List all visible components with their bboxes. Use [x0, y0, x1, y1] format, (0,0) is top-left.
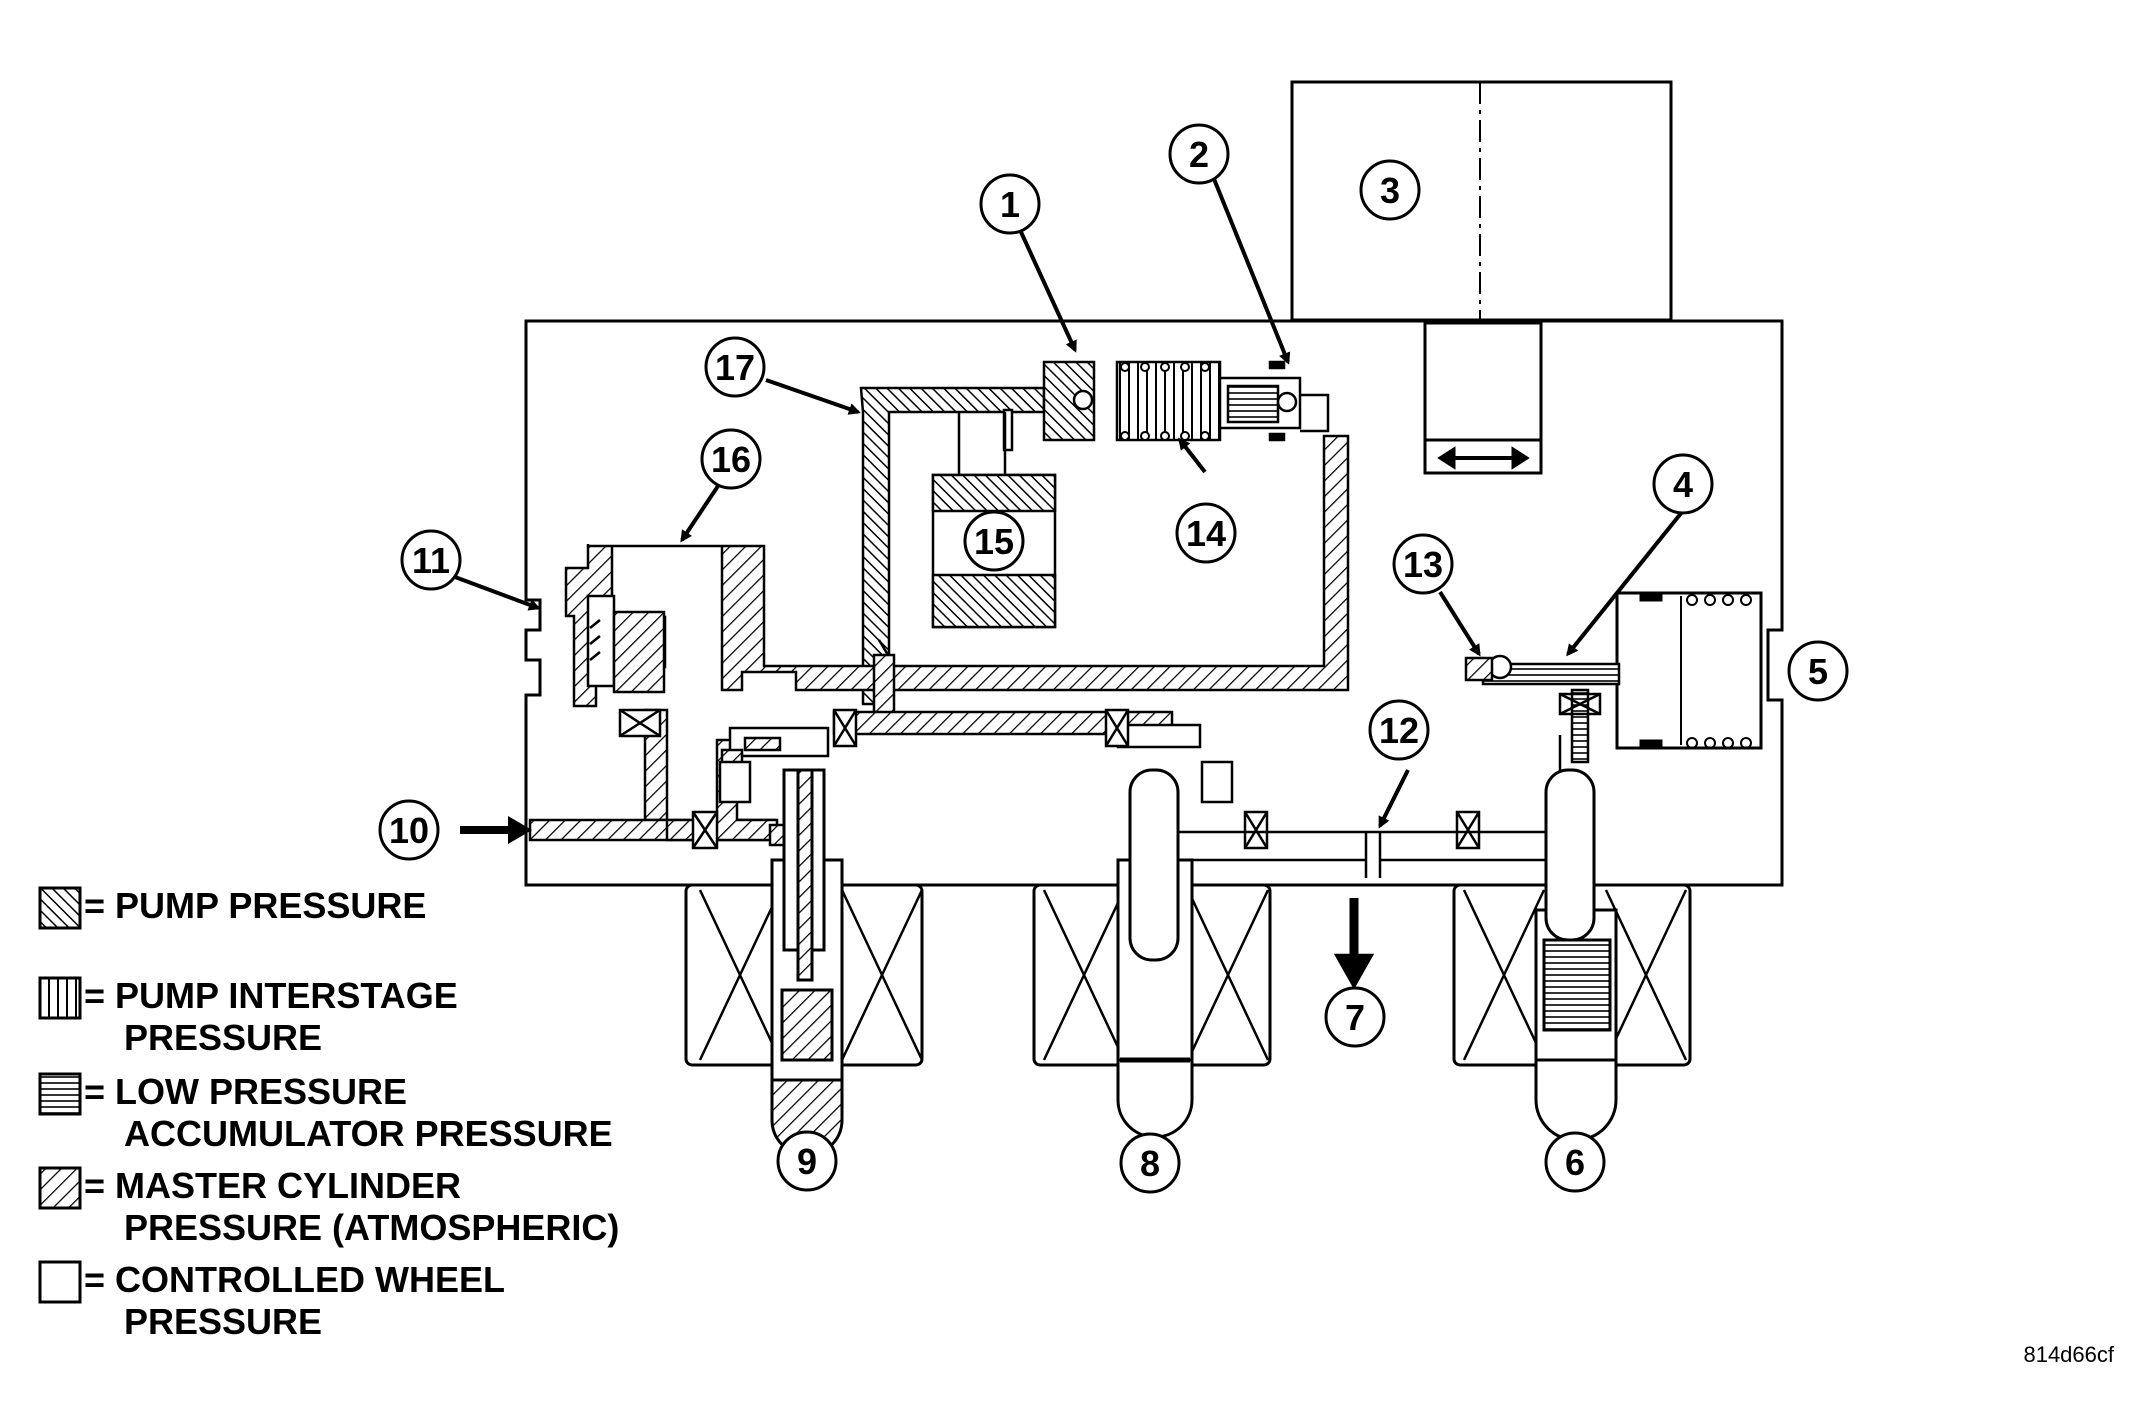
legend-master-cylinder: = MASTER CYLINDER PRESSURE (ATMOSPHERIC) [38, 1165, 619, 1248]
callout-10: 10 [378, 799, 440, 861]
controlled-wheel-lines [1166, 735, 1562, 990]
callout-11: 11 [400, 529, 462, 591]
legend-low-pressure-accumulator: = LOW PRESSURE ACCUMULATOR PRESSURE [38, 1071, 613, 1154]
svg-text:15: 15 [974, 521, 1014, 562]
callout-17: 17 [704, 336, 766, 398]
svg-text:7: 7 [1345, 997, 1365, 1038]
svg-text:= LOW PRESSURE: = LOW PRESSURE [84, 1071, 407, 1112]
svg-text:ACCUMULATOR PRESSURE: ACCUMULATOR PRESSURE [124, 1113, 613, 1154]
svg-text:2: 2 [1189, 134, 1209, 175]
svg-text:PRESSURE: PRESSURE [124, 1017, 322, 1058]
svg-text:1: 1 [1000, 184, 1020, 225]
svg-text:8: 8 [1140, 1143, 1160, 1184]
legend: = PUMP PRESSURE = PUMP INTERSTAGE PRESSU… [38, 885, 619, 1342]
callout-2: 2 [1168, 123, 1230, 185]
low-pressure-line [1481, 662, 1621, 764]
callout-9: 9 [776, 1130, 838, 1192]
svg-text:10: 10 [389, 810, 429, 851]
svg-text:16: 16 [711, 439, 751, 480]
svg-text:4: 4 [1673, 464, 1693, 505]
figure-id: 814d66cf [2023, 1342, 2114, 1367]
callout-13: 13 [1392, 533, 1454, 595]
svg-text:14: 14 [1186, 513, 1226, 554]
callout-6: 6 [1544, 1131, 1606, 1193]
callout-15: 15 [963, 510, 1025, 572]
solenoid-valve-9 [684, 768, 924, 1157]
svg-text:6: 6 [1565, 1142, 1585, 1183]
svg-text:9: 9 [797, 1141, 817, 1182]
callout-12: 12 [1368, 699, 1430, 761]
solenoid-valve-8 [1032, 768, 1272, 1139]
svg-text:PRESSURE (ATMOSPHERIC): PRESSURE (ATMOSPHERIC) [124, 1207, 619, 1248]
svg-text:5: 5 [1808, 651, 1828, 692]
callout-1: 1 [979, 173, 1041, 235]
legend-controlled-wheel: = CONTROLLED WHEEL PRESSURE [38, 1259, 505, 1342]
callout-14: 14 [1175, 502, 1237, 564]
svg-text:PRESSURE: PRESSURE [124, 1301, 322, 1342]
callout-16: 16 [700, 428, 762, 490]
svg-text:17: 17 [715, 347, 755, 388]
svg-text:= CONTROLLED WHEEL: = CONTROLLED WHEEL [84, 1259, 505, 1300]
svg-text:= PUMP PRESSURE: = PUMP PRESSURE [84, 885, 426, 926]
solenoid-valve-6 [1452, 768, 1692, 1142]
callout-8: 8 [1119, 1132, 1181, 1194]
callout-4: 4 [1652, 453, 1714, 515]
callout-7: 7 [1324, 986, 1386, 1048]
legend-pump-pressure: = PUMP PRESSURE [38, 885, 426, 930]
pump-interstage-element [1072, 360, 1330, 442]
valve-11-16-manifold [586, 594, 666, 694]
svg-text:11: 11 [412, 540, 450, 581]
svg-text:= MASTER CYLINDER: = MASTER CYLINDER [84, 1165, 461, 1206]
svg-text:3: 3 [1380, 170, 1400, 211]
check-valves [618, 654, 1513, 850]
svg-text:13: 13 [1403, 544, 1443, 585]
legend-pump-interstage: = PUMP INTERSTAGE PRESSURE [38, 975, 458, 1058]
callout-5: 5 [1787, 640, 1849, 702]
svg-text:12: 12 [1379, 710, 1419, 751]
callout-3: 3 [1359, 159, 1421, 221]
svg-text:= PUMP INTERSTAGE: = PUMP INTERSTAGE [84, 975, 458, 1016]
leader-arrows [454, 173, 1684, 844]
